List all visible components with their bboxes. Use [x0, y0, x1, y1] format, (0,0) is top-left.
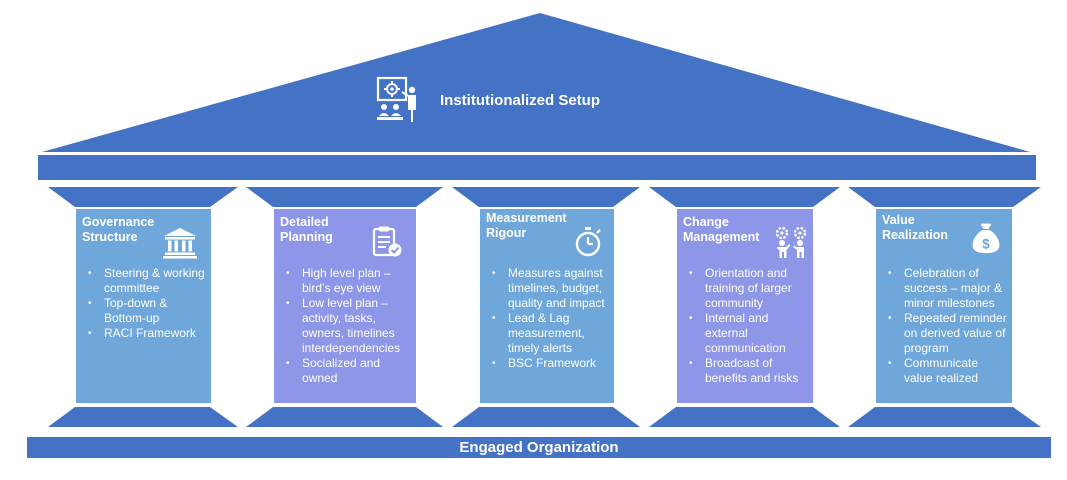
list-item: Measures against timelines, budget, qual…	[492, 266, 610, 311]
pillar-title: Measurement Rigour	[486, 211, 567, 240]
list-item: Orientation and training of larger commu…	[689, 266, 809, 311]
pillar-title: Detailed Planning	[280, 215, 333, 244]
pillar-base-4	[649, 407, 840, 427]
presentation-icon	[376, 76, 416, 122]
pillar-items: Measures against timelines, budget, qual…	[492, 266, 610, 371]
roof-title: Institutionalized Setup	[440, 92, 600, 109]
stopwatch-icon	[575, 227, 601, 257]
pillar-capital-2	[246, 187, 443, 207]
pillar-base-2	[246, 407, 443, 427]
pillar-items: Celebration of success – major & minor m…	[888, 266, 1008, 386]
pillar-governance: Governance Structure Steering & working …	[76, 209, 211, 403]
list-item: Communicate value realized	[888, 356, 1008, 386]
list-item: RACI Framework	[88, 326, 207, 341]
list-item: High level plan – bird’s eye view	[286, 266, 412, 296]
pillar-measurement: Measurement Rigour Measures against time…	[480, 209, 614, 403]
clipboard-check-icon	[372, 226, 402, 257]
list-item: Socialized and owned	[286, 356, 412, 386]
pillar-title: Value Realization	[882, 213, 948, 242]
pillar-planning: Detailed Planning High level plan – bird…	[274, 209, 416, 403]
list-item: Lead & Lag measurement, timely alerts	[492, 311, 610, 356]
pillar-items: Orientation and training of larger commu…	[689, 266, 809, 386]
roof-beam	[38, 155, 1036, 180]
pillar-title: Change Management	[683, 215, 760, 244]
list-item: Celebration of success – major & minor m…	[888, 266, 1008, 311]
pillar-capital-5	[848, 187, 1041, 207]
foundation-label: Engaged Organization	[459, 439, 619, 456]
roof-pediment	[42, 13, 1030, 152]
list-item: Internal and external communication	[689, 311, 809, 356]
pillar-value-realization: Value Realization $ Celebration of succe…	[876, 209, 1012, 403]
pillar-items: Steering & working committee Top-down & …	[88, 266, 207, 341]
money-bag-icon: $	[972, 223, 1000, 254]
svg-text:$: $	[982, 237, 990, 252]
pillar-items: High level plan – bird’s eye view Low le…	[286, 266, 412, 386]
pillar-base-3	[452, 407, 640, 427]
pillar-change-management: Change Management Orientation and traini…	[677, 209, 813, 403]
pillar-capital-1	[48, 187, 238, 207]
pillar-capital-3	[452, 187, 640, 207]
list-item: Low level plan – activity, tasks, owners…	[286, 296, 412, 356]
pillar-base-5	[848, 407, 1041, 427]
people-gears-icon	[775, 226, 807, 258]
list-item: Top-down & Bottom-up	[88, 296, 207, 326]
list-item: Steering & working committee	[88, 266, 207, 296]
list-item: Repeated reminder on derived value of pr…	[888, 311, 1008, 356]
foundation-bar	[27, 437, 1051, 458]
bank-building-icon	[163, 228, 197, 259]
list-item: BSC Framework	[492, 356, 610, 371]
pillar-capital-4	[649, 187, 840, 207]
list-item: Broadcast of benefits and risks	[689, 356, 809, 386]
pillar-base-1	[48, 407, 238, 427]
pillar-title: Governance Structure	[82, 215, 155, 244]
